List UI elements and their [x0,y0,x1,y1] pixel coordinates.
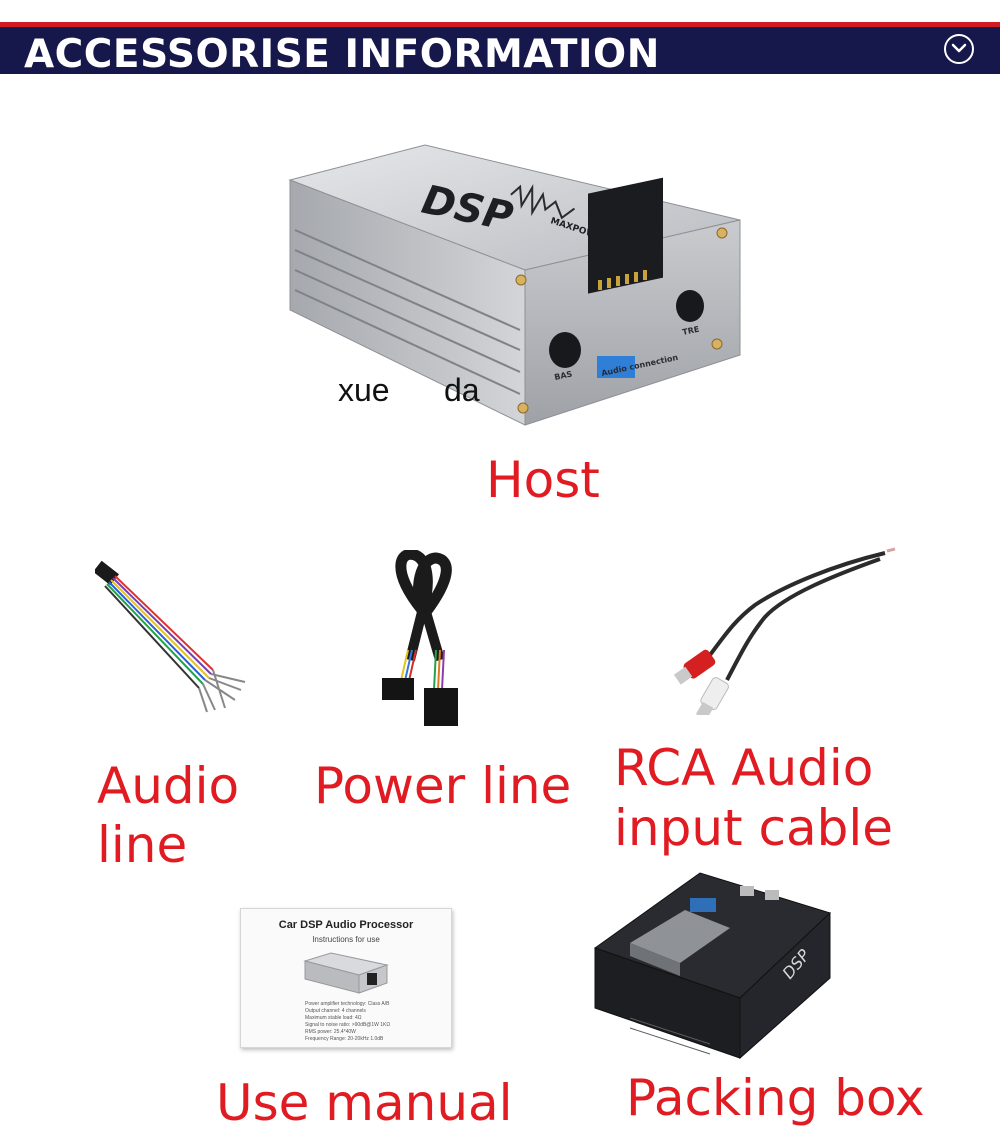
audio-line-image [95,560,246,713]
use-manual-label: Use manual [216,1074,513,1132]
dsp-host-image: DSP MAXPOWER BAS TRE Audio connection [288,144,741,426]
manual-spec-line: RMS power: 25.4*40W [305,1029,356,1035]
watermark-text-2: da [444,372,480,408]
packing-box-image: DSP [593,872,831,1060]
section-header-banner: ACCESSORISE INFORMATION [0,22,1000,77]
manual-device-thumbnail [303,952,389,994]
manual-spec-line: Frequency Range: 20-20kHz 1.0dB [305,1036,384,1042]
chevron-down-circle-icon[interactable] [944,34,974,64]
rca-cable-label-2: input cable [614,799,894,857]
host-tre-label: TRE [682,325,701,337]
watermark-text-1: xue [338,372,390,408]
manual-doc-title: Car DSP Audio Processor [278,919,414,931]
host-label: Host [486,451,600,509]
power-line-label: Power line [314,757,572,815]
manual-doc-subtitle: Instructions for use [312,935,380,944]
manual-spec-line: Power amplifier technology: Class A/B [305,1001,390,1007]
packing-box-label: Packing box [626,1069,925,1127]
audio-line-label-1: Audio [97,757,240,815]
audio-line-label-2: line [97,816,188,874]
rca-cable-label-1: RCA Audio [614,739,874,797]
section-title: ACCESSORISE INFORMATION [24,32,660,77]
manual-spec-line: Maximum stable load: 4Ω [305,1015,362,1021]
manual-spec-line: Output channel: 4 channels [305,1008,366,1014]
manual-spec-line: Signal to noise ratio: >90dB@1W 1KΩ [305,1022,391,1028]
rca-cable-image [673,547,896,715]
user-manual-image: Car DSP Audio Processor Instructions for… [240,908,452,1048]
host-bas-label: BAS [554,369,574,382]
power-line-image [382,550,458,726]
